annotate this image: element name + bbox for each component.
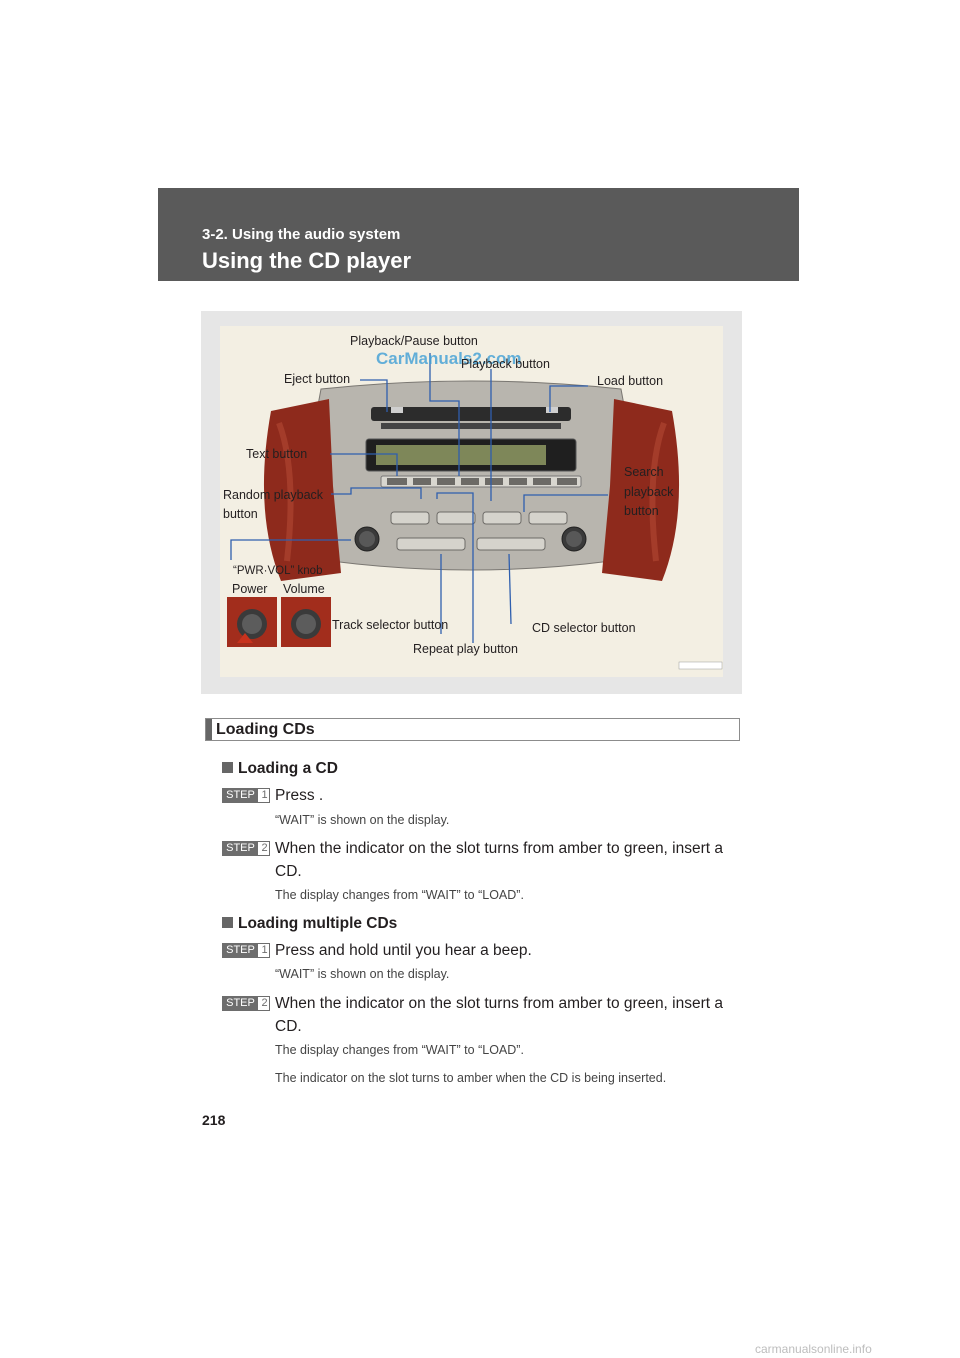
- step-note: The display changes from “WAIT” to “LOAD…: [275, 1043, 524, 1057]
- chapter-header: 3-2. Using the audio system Using the CD…: [158, 188, 799, 281]
- callout-power: Power: [232, 582, 268, 596]
- square-bullet-icon: [222, 917, 233, 928]
- callout-search-line2: playback: [624, 485, 674, 499]
- callout-volume: Volume: [283, 582, 325, 596]
- subheading-loading-multiple-cds: Loading multiple CDs: [222, 915, 397, 933]
- section-heading-box: Loading CDs: [205, 718, 740, 741]
- square-bullet-icon: [222, 762, 233, 773]
- callout-eject: Eject button: [284, 372, 351, 386]
- step-text: Press .: [275, 787, 324, 804]
- step-note: “WAIT” is shown on the display.: [275, 967, 450, 981]
- callout-playback: Playback button: [461, 357, 550, 371]
- page-title: Using the CD player: [202, 248, 412, 273]
- step-text: When the indicator on the slot turns fro…: [275, 840, 724, 880]
- footer-watermark: carmanualsonline.info: [755, 1342, 872, 1356]
- audio-panel-illustration: [227, 353, 723, 670]
- callout-pwr-vol-knob: “PWR·VOL” knob: [233, 565, 323, 577]
- callout-load: Load button: [597, 374, 664, 388]
- step-text: Press and hold until you hear a beep.: [275, 942, 532, 959]
- step-text: When the indicator on the slot turns fro…: [275, 995, 724, 1035]
- callout-track-selector: Track selector button: [332, 618, 449, 632]
- callout-search-line3: button: [624, 504, 659, 518]
- section-heading: Loading CDs: [216, 721, 315, 738]
- callout-cd-selector: CD selector button: [532, 621, 636, 635]
- section-label: 3-2. Using the audio system: [202, 226, 401, 243]
- page-number: 218: [202, 1112, 226, 1128]
- subheading-loading-a-cd: Loading a CD: [222, 760, 338, 778]
- audio-panel-figure: CarManuals2.com Playback/Pause button Pl…: [201, 311, 742, 694]
- callout-text: Text button: [246, 447, 308, 461]
- step-note: The indicator on the slot turns to amber…: [275, 1071, 667, 1085]
- figure-watermark: CarManuals2.com: [376, 349, 522, 368]
- step-note: “WAIT” is shown on the display.: [275, 813, 450, 827]
- callout-random-line2: button: [223, 507, 258, 521]
- step-note: The display changes from “WAIT” to “LOAD…: [275, 888, 524, 902]
- callout-search-line1: Search: [624, 465, 664, 479]
- section-heading-bar: [206, 719, 212, 740]
- callout-playback-pause: Playback/Pause button: [350, 334, 478, 348]
- callout-random-line1: Random playback: [223, 488, 324, 502]
- callout-repeat-play: Repeat play button: [413, 642, 518, 656]
